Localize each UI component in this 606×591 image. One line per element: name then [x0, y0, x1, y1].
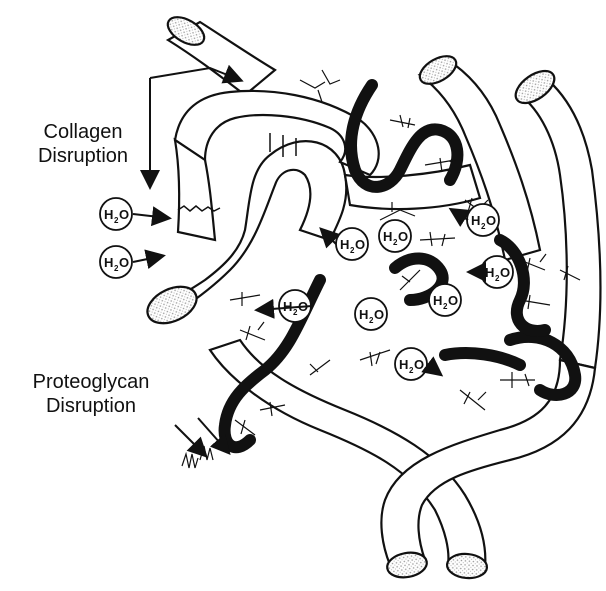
proteoglycan-label-line2: Disruption — [6, 394, 176, 418]
svg-text:H: H — [399, 357, 408, 372]
proteoglycan-disruption-label: Proteoglycan Disruption — [6, 370, 176, 418]
water-influx-arrow — [133, 256, 162, 262]
svg-text:O: O — [414, 357, 424, 372]
water-arrow — [452, 210, 468, 220]
collagen-break-body — [175, 140, 215, 240]
proteoglycan-chain-5 — [445, 353, 520, 365]
svg-text:O: O — [119, 207, 129, 222]
proteoglycan-callout-arrow — [175, 425, 205, 455]
svg-text:O: O — [398, 229, 408, 244]
water-influx-arrow — [133, 214, 168, 218]
svg-text:O: O — [486, 213, 496, 228]
svg-text:H: H — [471, 213, 480, 228]
svg-text:H: H — [433, 293, 442, 308]
collagen-label-line2: Disruption — [8, 144, 158, 168]
proteoglycan-label-line1: Proteoglycan — [6, 370, 176, 394]
collagen-disruption-label: Collagen Disruption — [8, 120, 158, 168]
svg-text:H: H — [104, 255, 113, 270]
svg-text:O: O — [374, 307, 384, 322]
svg-text:H: H — [340, 237, 349, 252]
water-arrow — [427, 364, 440, 374]
svg-text:H: H — [383, 229, 392, 244]
svg-text:H: H — [283, 299, 292, 314]
svg-text:O: O — [355, 237, 365, 252]
svg-text:H: H — [104, 207, 113, 222]
svg-text:O: O — [119, 255, 129, 270]
svg-text:H: H — [485, 265, 494, 280]
svg-text:H: H — [359, 307, 368, 322]
collagen-label-line1: Collagen — [8, 120, 158, 144]
svg-text:O: O — [448, 293, 458, 308]
svg-text:O: O — [500, 265, 510, 280]
